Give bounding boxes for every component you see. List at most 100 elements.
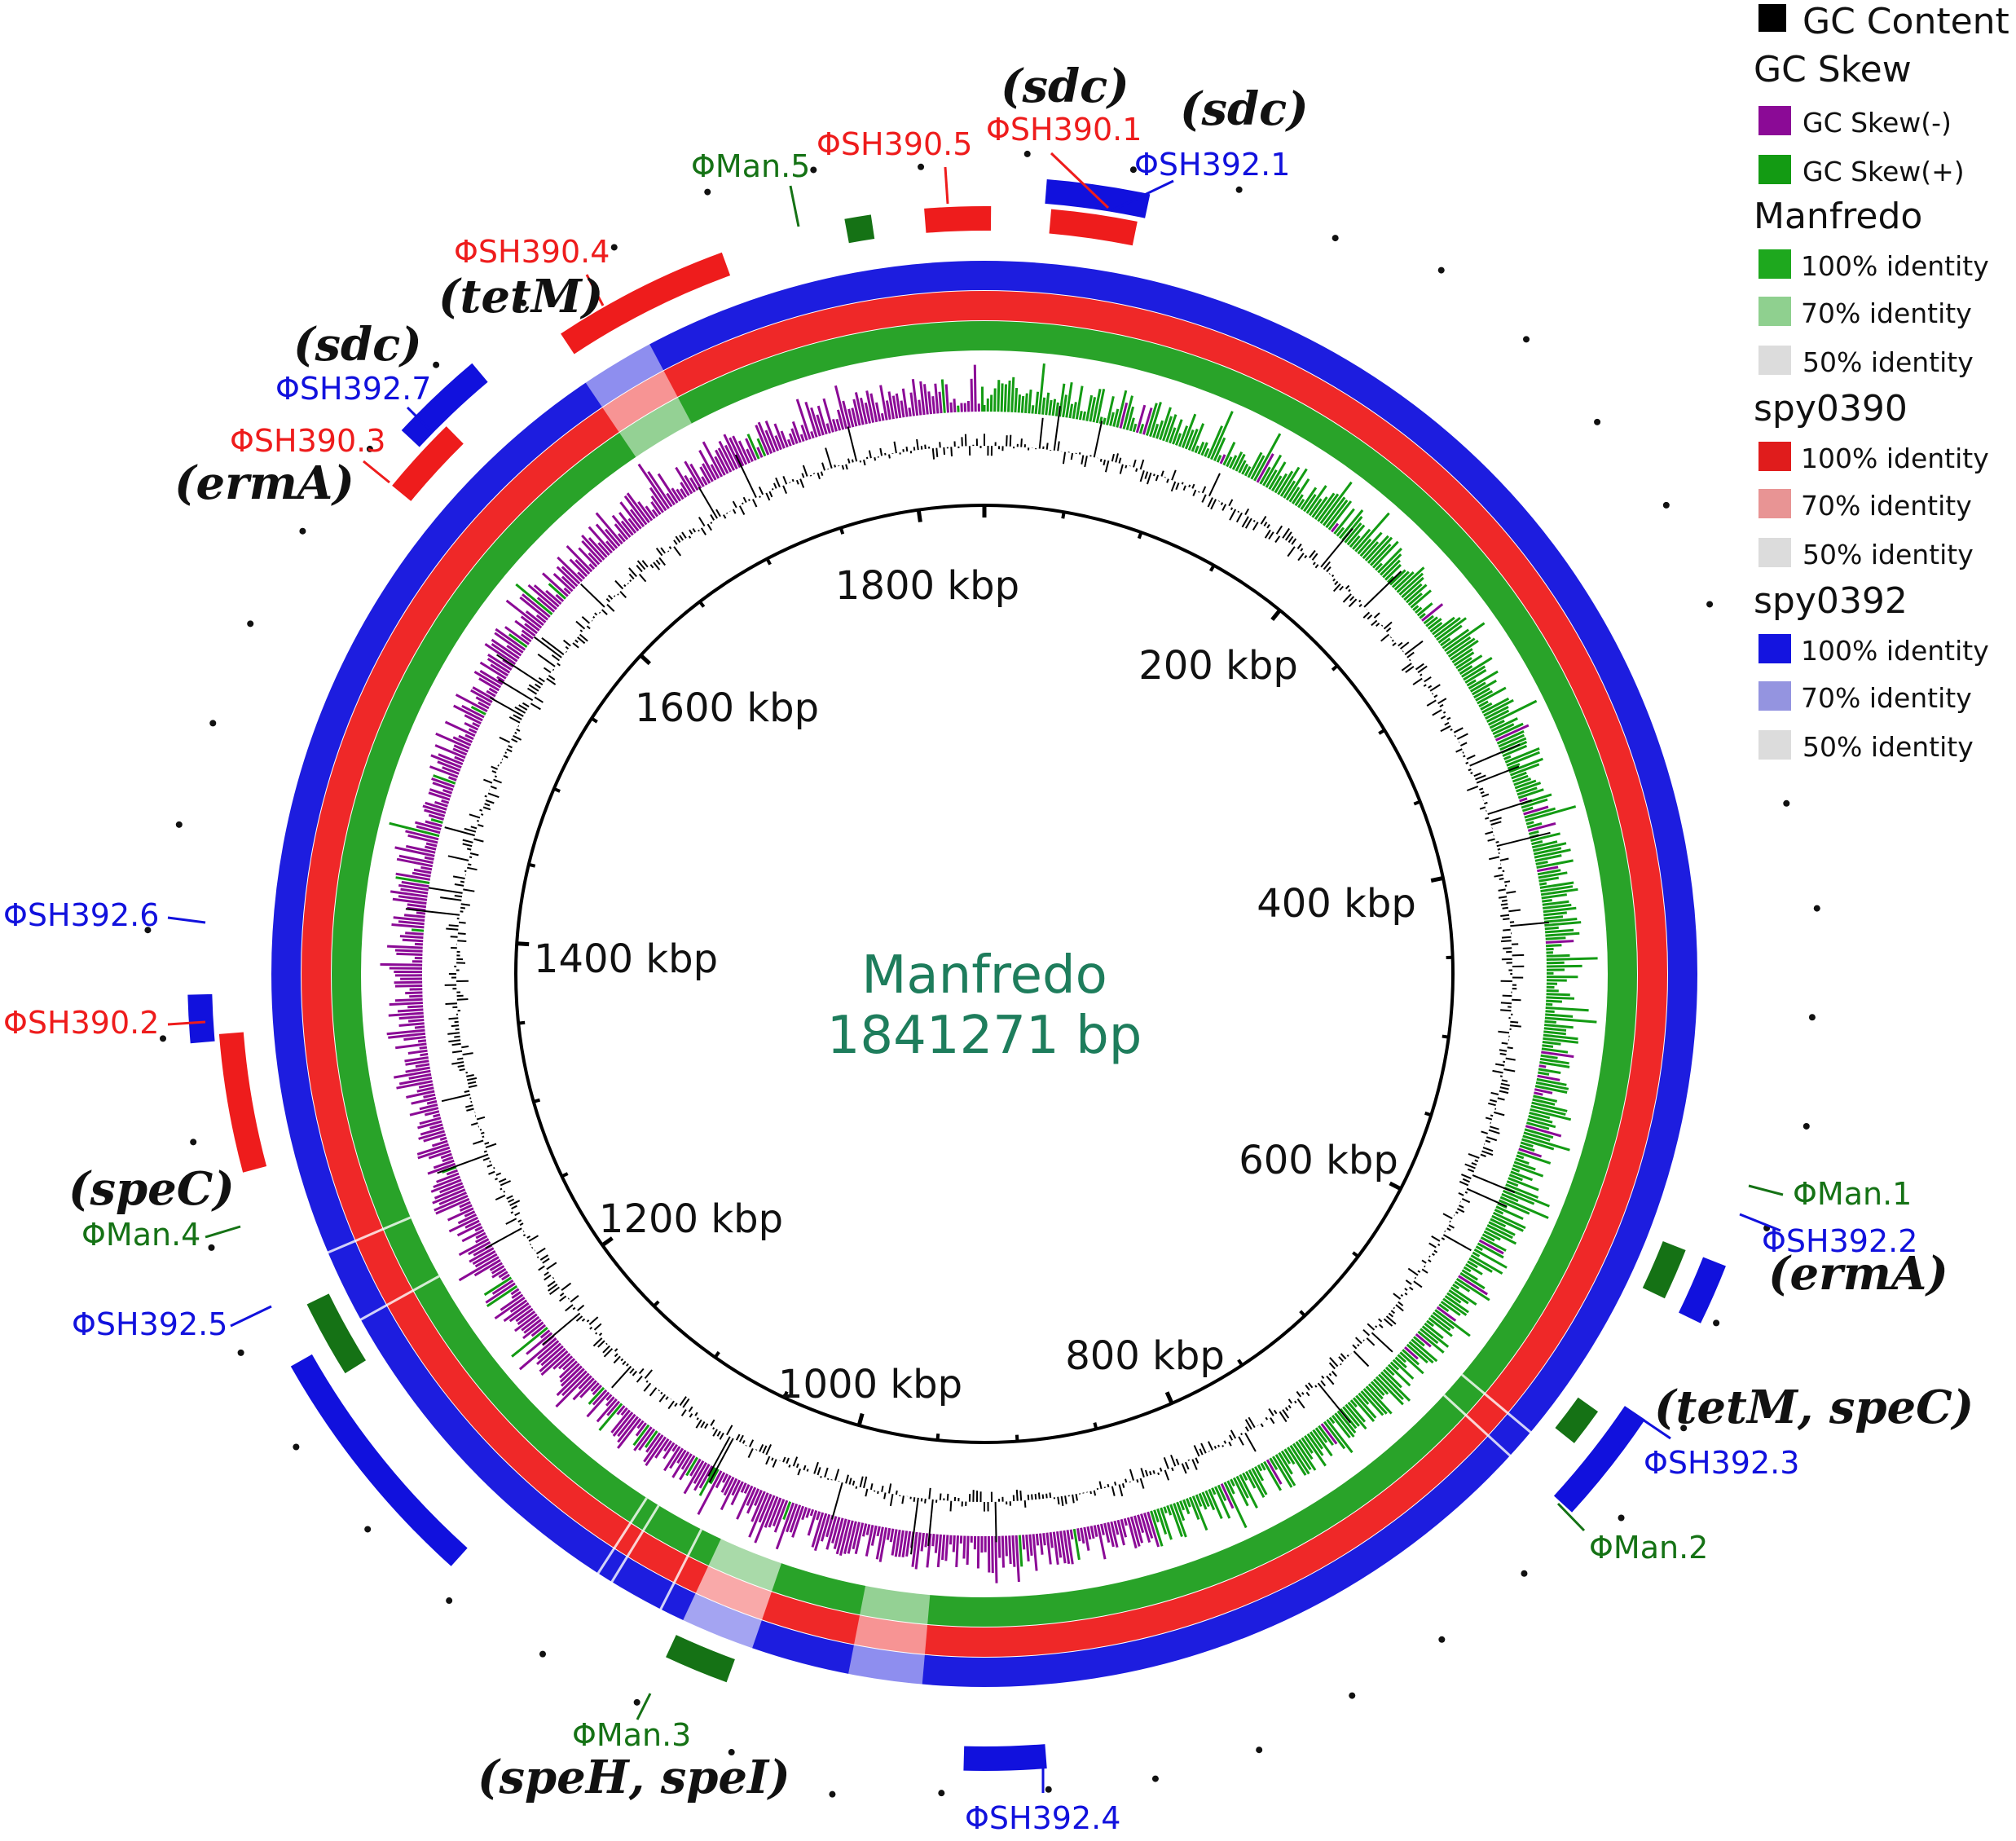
prophage-block-sh392-6 [187,994,214,1043]
scatter-dot [364,1526,371,1532]
tick-label: 1400 kbp [534,936,718,982]
genome-size: 1841271 bp [827,1006,1142,1066]
legend-gc-skew-neg: GC Skew(-) [1803,107,1952,139]
leader-line [168,918,205,923]
legend-item: 50% identity [1803,539,1974,570]
legend-group-manfredo: Manfredo [1754,196,1922,237]
scatter-dot [190,1139,196,1145]
prophage-label-sh392-7: ΦSH392.7 [275,371,431,407]
prophage-label-sh390-5: ΦSH390.5 [817,126,972,162]
prophage-label-sh392-3: ΦSH392.3 [1644,1445,1799,1481]
major-tick [517,944,529,945]
legend-group-spy0392: spy0392 [1754,580,1908,622]
prophage-label-sh390-4: ΦSH390.4 [454,234,610,270]
prophage-label-sh390-2: ΦSH390.2 [3,1005,159,1041]
scatter-dot [810,166,817,173]
prophage-label-sh390-1: ΦSH390.1 [986,112,1142,148]
minor-tick [1353,1253,1358,1257]
legend-swatch [1758,634,1791,663]
scatter-dot [1256,1746,1262,1753]
scatter-dot [1024,151,1031,157]
gene-label-erma-1: (ermA) [174,456,354,510]
minor-tick [1425,1113,1432,1115]
gene-label-sdc-2: (sdc) [1180,82,1309,136]
tick-label: 1600 kbp [635,685,819,731]
gene-label-spec: (speC) [68,1162,235,1216]
scatter-dot [1332,235,1339,241]
scatter-dot [446,1597,452,1604]
scatter-dot [829,1791,835,1798]
legend-swatch-gc-content [1758,4,1786,32]
leader-line [363,461,390,482]
prophage-block-sh390-1 [1049,209,1137,246]
tick-label: 800 kbp [1065,1333,1225,1379]
legend-swatch [1758,538,1791,567]
legend-gc-content: GC Content [1803,1,2009,42]
tick-label: 1200 kbp [599,1196,783,1242]
leader-line [205,1227,240,1237]
minor-tick [1017,1435,1018,1442]
scatter-dot [1521,1570,1527,1577]
legend-swatch [1758,442,1791,471]
major-tick [640,655,649,663]
legend: GC Content GC Skew GC Skew(-) GC Skew(+)… [1754,1,2009,763]
prophage-label-sh392-1: ΦSH392.1 [1134,147,1290,183]
minor-tick [654,1301,659,1306]
prophage-block-sh392-2 [1679,1257,1726,1323]
minor-tick [937,1434,938,1440]
gene-label-erma-2: (ermA) [1768,1247,1948,1301]
legend-item: 100% identity [1801,443,1989,474]
scatter-dot [539,1651,546,1658]
tick-label: 1800 kbp [835,563,1019,609]
prophage-block-man-5 [844,214,874,243]
tick-label: 200 kbp [1138,643,1298,689]
scatter-dot [1663,502,1670,509]
prophage-label-sh390-3: ΦSH390.3 [230,423,385,459]
prophage-block-sh392-4 [963,1744,1046,1771]
scatter-dot [938,1790,944,1796]
minor-tick [1139,532,1142,539]
gene-label-sdc-1: (sdc) [1001,59,1129,113]
scatter-dot [918,164,924,170]
scatter-dot [1438,267,1445,274]
scatter-dot [611,244,618,250]
major-tick [918,510,920,522]
scatter-dot [247,620,253,627]
legend-swatch [1758,346,1791,375]
legend-swatch-gc-skew-neg [1758,106,1791,135]
major-tick [1390,1183,1401,1189]
minor-tick [592,718,597,721]
scatter-dot [1045,1786,1052,1793]
scatter-dot [1523,336,1530,342]
prophage-label-man-3: ΦMan.3 [572,1717,691,1753]
scatter-dot [1809,1014,1816,1020]
legend-swatch [1758,730,1791,760]
scatter-dot [209,720,216,726]
scatter-dot [704,189,711,196]
scatter-dot [293,1443,299,1450]
minor-tick [1094,1423,1096,1429]
scatter-dot [176,821,183,828]
legend-item: 70% identity [1801,682,1972,714]
scatter-dot [299,528,306,535]
scatter-dot [1814,905,1820,912]
leader-line [231,1306,271,1326]
major-tick [859,1414,862,1425]
prophage-label-sh392-4: ΦSH392.4 [965,1800,1120,1836]
prophage-block-man-1 [1643,1241,1686,1298]
minor-tick [529,865,535,866]
minor-tick [518,1023,525,1024]
legend-item: 100% identity [1801,635,1989,667]
scatter-dot [1803,1123,1810,1130]
prophage-label-man-5: ΦMan.5 [691,148,810,184]
scatter-dot [1713,1319,1719,1326]
minor-tick [1301,1311,1305,1316]
scatter-dot [208,1244,214,1251]
scatter-dot [634,1699,640,1706]
tick-label: 600 kbp [1239,1138,1398,1183]
scatter-dot [1349,1693,1355,1699]
minor-tick [534,1100,540,1102]
minor-tick [1332,666,1337,670]
legend-gc-skew-pos: GC Skew(+) [1803,156,1965,187]
